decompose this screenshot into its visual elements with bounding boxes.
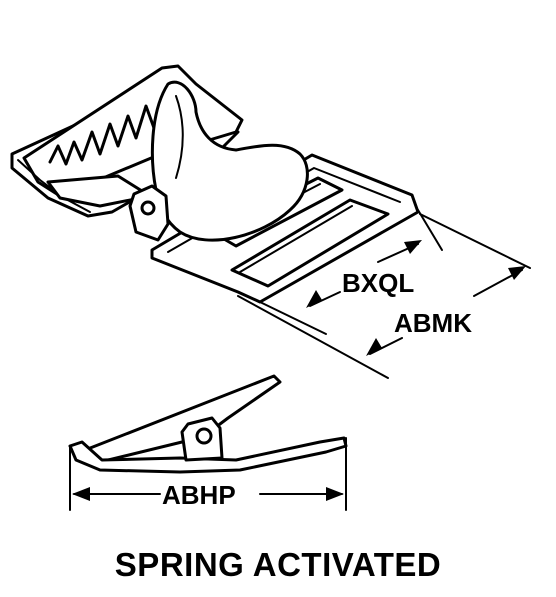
bxql-arrowhead-left <box>306 290 322 308</box>
abmk-arrowhead-right <box>508 266 526 280</box>
bxql-arrow-shaft-left <box>309 291 341 307</box>
dimension-abmk: ABMK <box>237 213 531 379</box>
hinge-pin-hole <box>140 200 156 216</box>
dimension-bxql: BXQL <box>259 209 443 335</box>
abmk-arrow-shaft-left <box>369 337 403 355</box>
side-hinge-pin-hole <box>195 427 213 445</box>
thumb-press <box>150 80 309 242</box>
diagram-caption: SPRING ACTIVATED <box>114 546 442 583</box>
clip-side-view: ABHP <box>68 374 348 511</box>
dim-label-bxql: BXQL <box>342 268 414 298</box>
dimension-abhp: ABHP <box>69 437 347 511</box>
upper-arm <box>78 374 282 464</box>
rear-plate <box>150 153 420 304</box>
abhp-arrowhead-left <box>72 487 90 501</box>
bxql-arrowhead-right <box>404 240 422 254</box>
jaw-teeth <box>48 94 172 166</box>
strap-slot-lower <box>230 198 390 288</box>
abhp-arrowhead-right <box>326 487 344 501</box>
jaw-fin <box>46 174 152 208</box>
dim-label-abhp: ABHP <box>162 480 236 510</box>
abmk-arrowhead-left <box>366 338 382 356</box>
clip-isometric-view: BXQL ABMK <box>10 64 531 379</box>
dim-label-abmk: ABMK <box>394 308 472 338</box>
